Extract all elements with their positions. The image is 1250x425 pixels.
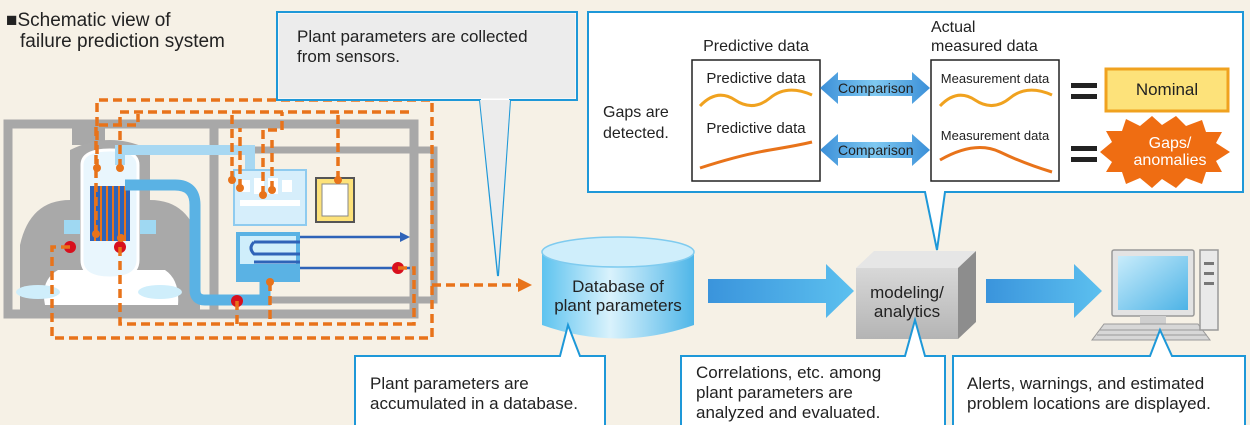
callout-analysis-line-3: analyzed and evaluated.: [696, 403, 881, 422]
callout-database: [354, 321, 606, 425]
gaps-line-2: anomalies: [1133, 152, 1207, 169]
diagram-title: ■Schematic view of failure prediction sy…: [6, 10, 225, 52]
computer-icon: [1091, 249, 1219, 341]
actual-header: Actual measured data: [931, 18, 1051, 56]
modeling-box: [856, 251, 976, 339]
arrow-db-to-model: [708, 264, 854, 318]
callout-sensors-line-2: from sensors.: [297, 47, 400, 66]
predictive-header: Predictive data: [703, 38, 809, 55]
gaps-line-1: Gaps/: [1148, 135, 1192, 152]
comparison-panel: [587, 11, 1244, 251]
callout-display-text: Alerts, warnings, and estimated problem …: [967, 374, 1211, 414]
database-label-line-2: plant parameters: [554, 296, 682, 315]
measurement-row-1-label: Measurement data: [940, 71, 1050, 86]
callout-database-line-2: accumulated in a database.: [370, 394, 578, 413]
callout-display-line-1: Alerts, warnings, and estimated: [967, 374, 1205, 393]
database-label: Database of plant parameters: [542, 277, 694, 315]
callout-database-text: Plant parameters are accumulated in a da…: [370, 374, 578, 414]
measurement-row-2-label: Measurement data: [940, 128, 1050, 143]
callout-sensors-text: Plant parameters are collected from sens…: [297, 27, 528, 67]
comparison-label-1: Comparison: [838, 80, 914, 96]
title-line-1: ■Schematic view of: [6, 10, 171, 31]
callout-database-line-1: Plant parameters are: [370, 374, 529, 393]
gaps-detected-label: Gaps are detected.: [603, 102, 669, 144]
callout-display: [952, 327, 1246, 425]
nominal-label: Nominal: [1135, 80, 1199, 99]
gaps-label-line-1: Gaps are: [603, 104, 669, 121]
database-label-line-1: Database of: [572, 277, 664, 296]
actual-header-line-2: measured data: [931, 38, 1038, 55]
database-cylinder: [541, 236, 695, 339]
gaps-anomalies-label: Gaps/ anomalies: [1120, 135, 1220, 169]
modeling-label: modeling/ analytics: [856, 283, 958, 321]
modeling-label-line-1: modeling/: [870, 283, 944, 302]
callout-analysis-line-2: plant parameters are: [696, 383, 853, 402]
gaps-label-line-2: detected.: [603, 125, 669, 142]
callout-sensors-line-1: Plant parameters are collected: [297, 27, 528, 46]
callout-analysis-text: Correlations, etc. among plant parameter…: [696, 363, 881, 423]
callout-display-line-2: problem locations are displayed.: [967, 394, 1211, 413]
comparison-label-2: Comparison: [838, 142, 914, 158]
modeling-label-line-2: analytics: [873, 302, 941, 321]
predictive-row-2-label: Predictive data: [706, 120, 806, 137]
arrow-model-to-display: [986, 264, 1102, 318]
title-line-2: failure prediction system: [20, 31, 225, 52]
callout-analysis-line-1: Correlations, etc. among: [696, 363, 882, 382]
callout-analysis: [680, 316, 946, 425]
callout-sensors: [276, 11, 578, 277]
actual-header-line-1: Actual: [931, 19, 976, 36]
predictive-row-1-label: Predictive data: [706, 70, 806, 87]
plant-schematic: [3, 98, 532, 340]
